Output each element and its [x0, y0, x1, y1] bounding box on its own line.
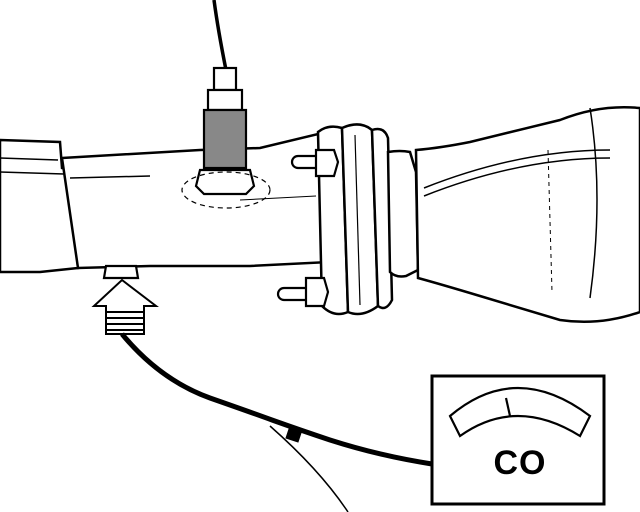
meter-label: CO: [494, 444, 547, 482]
upward-arrow-icon: [91, 278, 159, 335]
flange-stud-bottom: [276, 276, 330, 308]
downstream-pipe: [386, 105, 640, 324]
exhaust-pipe: [60, 132, 332, 270]
sampling-hose: [120, 332, 433, 512]
flange-stud-top: [290, 148, 340, 178]
sampling-port: [102, 264, 140, 280]
co-meter-icon: [430, 374, 606, 506]
oxygen-sensor-icon: [181, 0, 271, 209]
